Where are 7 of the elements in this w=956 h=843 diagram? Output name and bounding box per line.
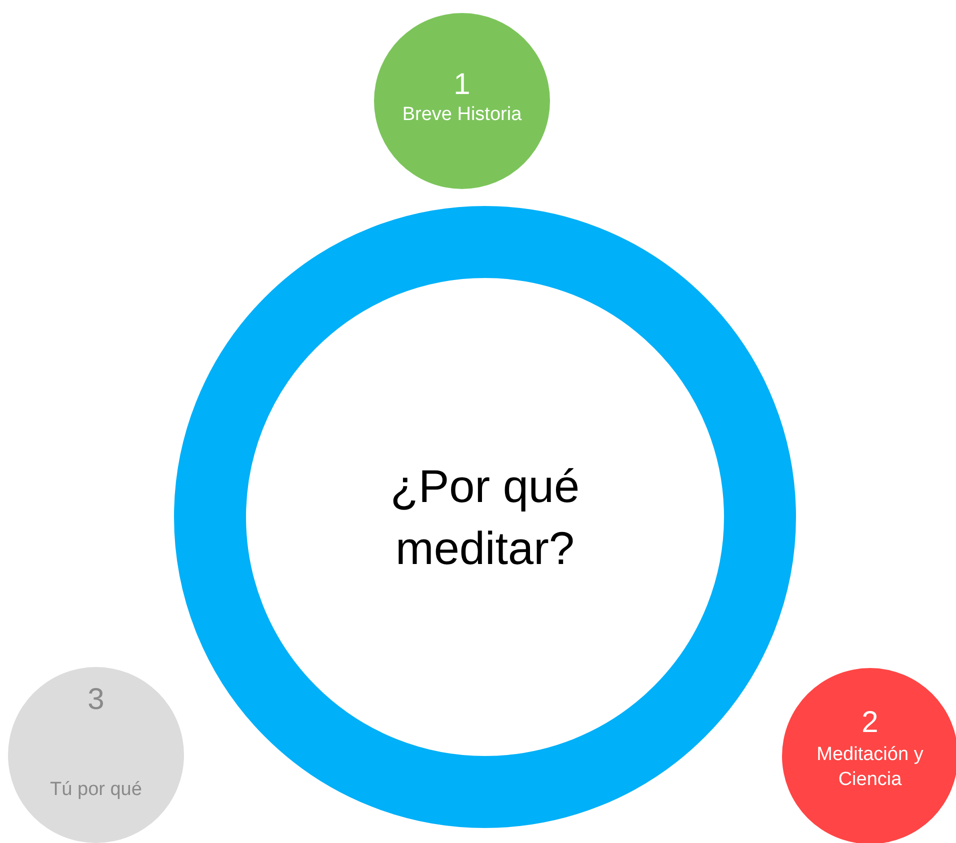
center-title: ¿Por qué meditar? <box>389 459 581 576</box>
topic-number: 2 <box>862 706 878 740</box>
topic-label: Tú por qué <box>49 778 143 802</box>
topic-label: Meditación y Ciencia <box>816 743 924 792</box>
topic-label: Breve Historia <box>401 103 523 127</box>
topic-number: 1 <box>454 68 470 102</box>
topic-number: 3 <box>88 683 104 717</box>
